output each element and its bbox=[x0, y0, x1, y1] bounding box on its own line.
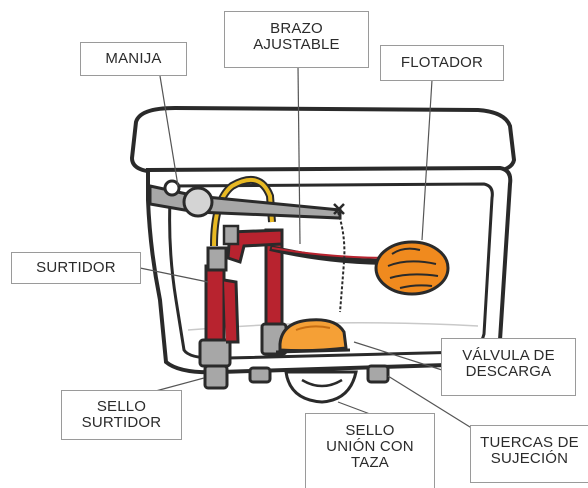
label-sello-surtidor: SELLO SURTIDOR bbox=[61, 390, 182, 440]
valvula-descarga bbox=[280, 320, 346, 351]
label-sello-union-taza: SELLO UNIÓN CON TAZA bbox=[305, 413, 435, 488]
tuerca-left bbox=[250, 368, 270, 382]
tank-lid bbox=[132, 108, 514, 174]
label-manija: MANIJA bbox=[80, 42, 187, 76]
label-brazo-line-2: AJUSTABLE bbox=[225, 37, 368, 53]
label-tuercas-line-2: SUJECIÓN bbox=[471, 451, 588, 467]
manija-knob bbox=[184, 188, 212, 216]
label-brazo-line-1: BRAZO bbox=[225, 21, 368, 37]
sello-surtidor-nut bbox=[205, 366, 227, 388]
label-flotador-line-1: FLOTADOR bbox=[381, 55, 503, 71]
label-sello-union-line-3: TAZA bbox=[306, 455, 434, 471]
label-surtidor: SURTIDOR bbox=[11, 252, 141, 284]
surtidor-tube bbox=[206, 266, 224, 348]
label-sello-surtidor-line-1: SELLO bbox=[62, 399, 181, 415]
surtidor-base bbox=[200, 340, 230, 366]
label-sello-union-line-1: SELLO bbox=[306, 423, 434, 439]
label-sello-union-line-2: UNIÓN CON bbox=[306, 439, 434, 455]
label-tuercas-sujecion: TUERCAS DE SUJECIÓN bbox=[470, 425, 588, 483]
label-surtidor-line-1: SURTIDOR bbox=[12, 260, 140, 276]
label-valvula-line-1: VÁLVULA DE bbox=[442, 348, 575, 364]
label-brazo-ajustable: BRAZO AJUSTABLE bbox=[224, 11, 369, 68]
label-flotador: FLOTADOR bbox=[380, 45, 504, 81]
tuerca-right bbox=[368, 366, 388, 382]
label-valvula-descarga: VÁLVULA DE DESCARGA bbox=[441, 338, 576, 396]
label-tuercas-line-1: TUERCAS DE bbox=[471, 435, 588, 451]
label-manija-line-1: MANIJA bbox=[81, 51, 186, 67]
label-sello-surtidor-line-2: SURTIDOR bbox=[62, 415, 181, 431]
label-valvula-line-2: DESCARGA bbox=[442, 364, 575, 380]
